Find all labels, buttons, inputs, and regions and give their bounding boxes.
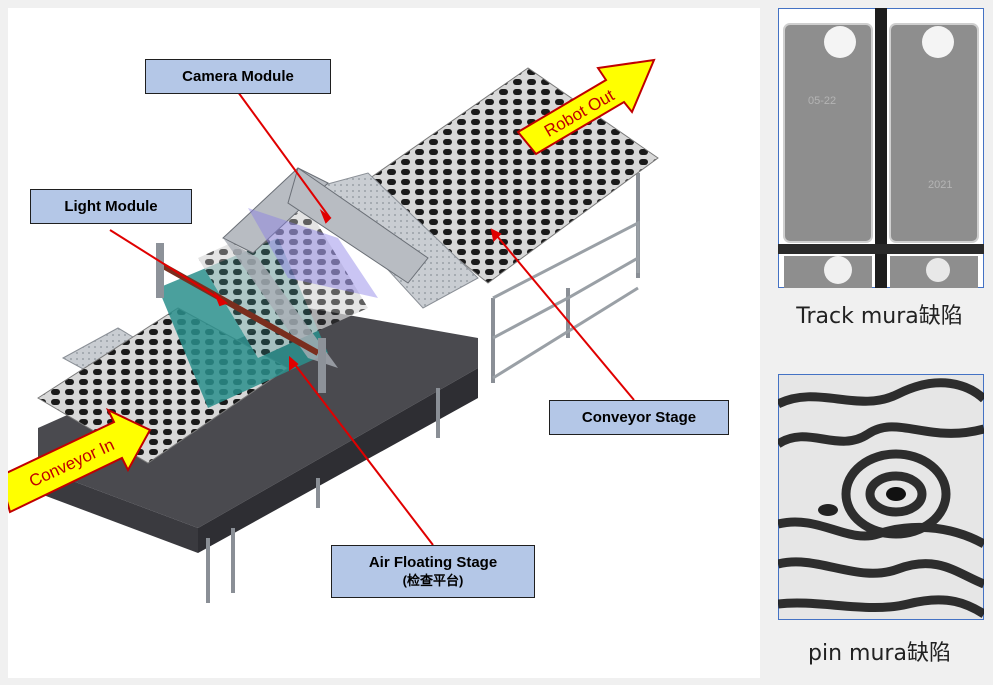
pin-mura-image — [778, 374, 984, 620]
camera-module-label: Camera Module — [145, 59, 331, 94]
base-frame-side — [198, 368, 478, 553]
machine-illustration: Conveyor In Robot Out — [8, 58, 659, 603]
base-frame — [38, 308, 478, 528]
base-frame-front — [38, 468, 198, 553]
conveyor-stage-label: Conveyor Stage — [549, 400, 729, 435]
posts — [156, 243, 326, 393]
camera-module-text: Camera Module — [182, 67, 294, 85]
light-module-label: Light Module — [30, 189, 192, 224]
air-floating-stage-text: Air Floating Stage — [368, 553, 498, 571]
track-mura-caption: Track mura缺陷 — [796, 304, 963, 329]
track-mura-image: 05-22 2021 — [778, 8, 984, 288]
track-stamp-right: 2021 — [928, 179, 952, 191]
machine-panel: Conveyor In Robot Out Camera Module Ligh… — [8, 8, 760, 678]
conveyor-frame — [492, 220, 640, 380]
air-floating-stage-subtext: (检查平台) — [402, 572, 464, 588]
conveyor-in-arrow: Conveyor In — [8, 407, 152, 514]
light-module-text: Light Module — [64, 197, 158, 215]
callout-lines — [109, 91, 635, 546]
gantry — [222, 167, 429, 368]
air-floating-stage-label: Air Floating Stage (检查平台) — [331, 545, 535, 598]
defect-insets-panel: 05-22 2021 Track mura缺陷 pin mura缺陷 — [770, 0, 993, 685]
conveyor-stage-text: Conveyor Stage — [581, 408, 697, 426]
track-stamp-left: 05-22 — [808, 95, 836, 107]
pin-mura-caption: pin mura缺陷 — [808, 641, 951, 666]
